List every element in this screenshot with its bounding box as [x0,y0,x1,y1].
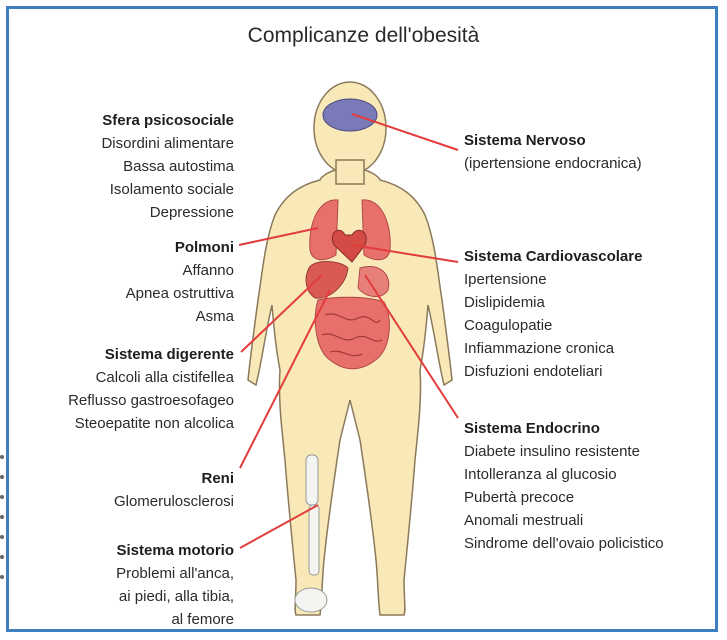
group-head: Sistema Cardiovascolare [464,245,714,268]
neck-shape [336,160,364,184]
group-item: Disfuzioni endoteliari [464,360,714,383]
group-head: Sistema Nervoso [464,129,714,152]
group-item: Diabete insulino resistente [464,440,714,463]
group-endocrino: Sistema Endocrino Diabete insulino resis… [464,417,714,555]
group-head: Sistema digerente [10,343,234,366]
group-psicosociale: Sfera psicosociale Disordini alimentare … [10,109,234,224]
group-item: Depressione [10,201,234,224]
group-item: Sindrome dell'ovaio policistico [464,532,714,555]
group-item: Coagulopatie [464,314,714,337]
group-item: Glomerulosclerosi [10,490,234,513]
group-reni: Reni Glomerulosclerosi [10,467,234,513]
group-item: Anomali mestruali [464,509,714,532]
group-item: Reflusso gastroesofageo [10,389,234,412]
group-item: Affanno [10,259,234,282]
group-head: Sistema motorio [10,539,234,562]
group-item: Bassa autostima [10,155,234,178]
group-item: Disordini alimentare [10,132,234,155]
group-item: Calcoli alla cistifellea [10,366,234,389]
group-item: Isolamento sociale [10,178,234,201]
group-item: Apnea ostruttiva [10,282,234,305]
group-item: Ipertensione [464,268,714,291]
group-item: Infiammazione cronica [464,337,714,360]
group-item: Asma [10,305,234,328]
group-head: Polmoni [10,236,234,259]
group-item: al femore [10,608,234,631]
group-cardio: Sistema Cardiovascolare Ipertensione Dis… [464,245,714,383]
group-head: Sfera psicosociale [10,109,234,132]
group-item: Problemi all'anca, [10,562,234,585]
group-head: Reni [10,467,234,490]
group-item: ai piedi, alla tibia, [10,585,234,608]
group-motorio: Sistema motorio Problemi all'anca, ai pi… [10,539,234,631]
group-item: Steoepatite non alcolica [10,412,234,435]
group-item: Pubertà precoce [464,486,714,509]
diagram-title: Complicanze dell'obesità [0,24,727,48]
group-item: Dislipidemia [464,291,714,314]
brain-shape [323,99,377,131]
group-nervoso: Sistema Nervoso (ipertensione endocranic… [464,129,714,175]
group-item: (ipertensione endocranica) [464,152,714,175]
group-digerente: Sistema digerente Calcoli alla cistifell… [10,343,234,435]
group-polmoni: Polmoni Affanno Apnea ostruttiva Asma [10,236,234,328]
group-item: Intolleranza al glucosio [464,463,714,486]
group-head: Sistema Endocrino [464,417,714,440]
